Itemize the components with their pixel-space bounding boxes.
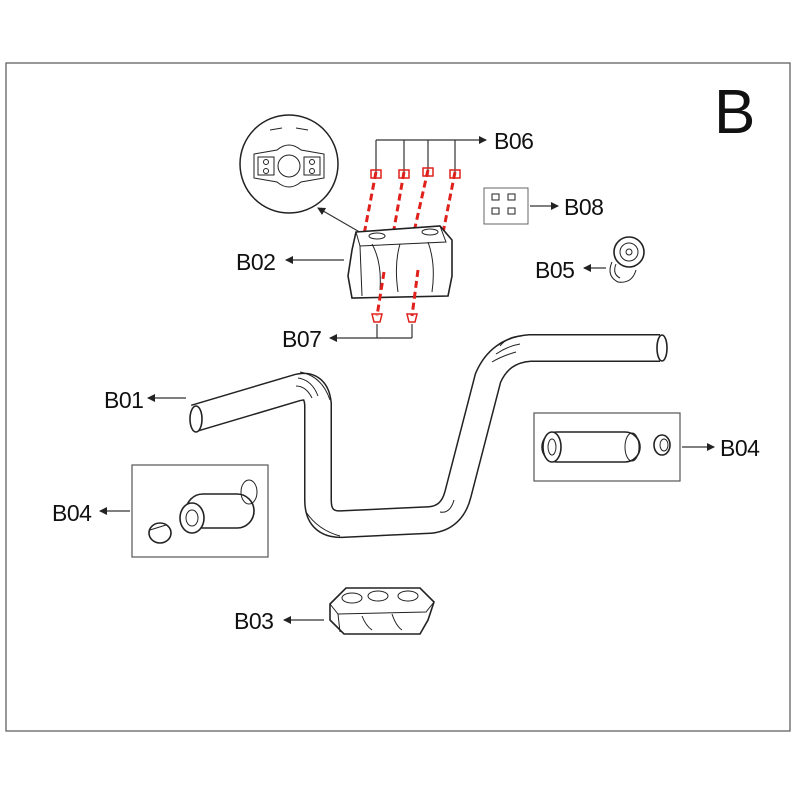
label-b08: B08 [564,194,603,220]
label-b07: B07 [282,326,321,352]
grip-left-b04 [131,464,269,558]
bolts-b06 [360,136,487,253]
bolts-b07 [329,269,420,342]
clamp-top-view-detail [239,114,339,214]
section-letter: B [714,78,755,147]
label-b04-left: B04 [52,500,92,526]
handlebar-b01 [189,334,668,539]
diagram-frame [5,62,791,732]
label-b01: B01 [104,387,143,413]
label-b04-right: B04 [720,435,760,461]
label-b02: B02 [236,249,275,275]
label-b05: B05 [535,257,574,283]
handlebar-clamp-b02 [347,225,453,299]
washers-b08 [483,187,529,225]
riser-clamp-b03 [329,587,435,635]
label-b03: B03 [234,608,273,634]
grip-right-b04 [533,412,681,482]
label-b06: B06 [494,128,533,154]
bell-b05 [609,236,645,283]
